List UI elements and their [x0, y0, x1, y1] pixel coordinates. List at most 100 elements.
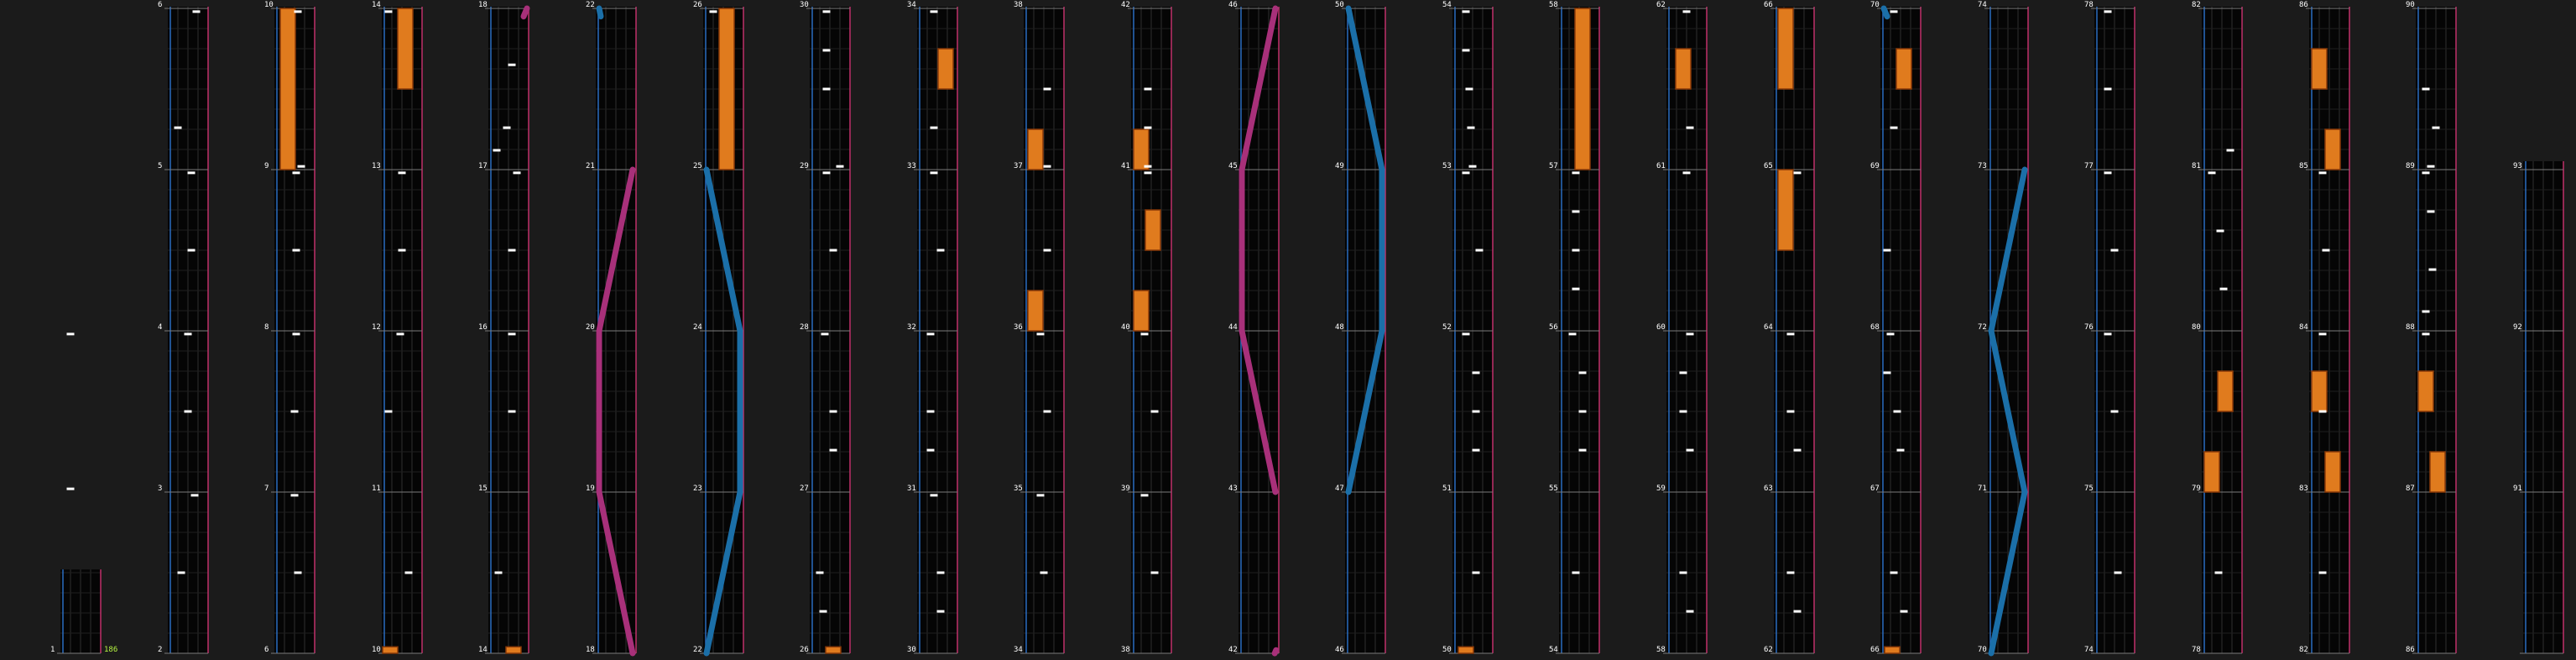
- hold-note: [1574, 8, 1591, 170]
- slide-path: [596, 5, 604, 20]
- measure-number: 70: [1978, 646, 1987, 654]
- measure-number: 54: [1549, 646, 1558, 654]
- measure-number: 55: [1549, 485, 1558, 493]
- hold-note: [2311, 370, 2328, 412]
- tap-note: [1462, 333, 1470, 336]
- chart-column: 1: [50, 333, 102, 654]
- measure-number: 11: [372, 485, 381, 493]
- tap-note: [1578, 371, 1587, 375]
- tap-note: [2427, 210, 2435, 213]
- hold-note: [1027, 290, 1044, 332]
- tap-note: [822, 49, 831, 52]
- slide-path: [1238, 5, 1279, 495]
- measure-number: 48: [1335, 323, 1344, 332]
- tap-note: [2318, 410, 2327, 413]
- measure-number: 61: [1656, 162, 1666, 170]
- measure-number: 4: [158, 323, 162, 332]
- hold-note: [279, 8, 296, 170]
- measure-number: 50: [1335, 1, 1344, 9]
- measure-number: 10: [264, 1, 274, 9]
- measure-number: 26: [800, 646, 809, 654]
- measure-number: 52: [1442, 323, 1452, 332]
- tap-note: [930, 171, 938, 175]
- measure-number: 90: [2406, 1, 2415, 9]
- hold-note: [2324, 451, 2341, 493]
- hold-note: [1777, 8, 1794, 90]
- tap-note: [1896, 448, 1905, 452]
- measure-number: 66: [1870, 646, 1880, 654]
- measure-number: 58: [1656, 646, 1666, 654]
- tap-note: [292, 333, 300, 336]
- tap-note: [816, 571, 824, 574]
- measure-number: 86: [2299, 1, 2308, 9]
- measure-number: 26: [693, 1, 702, 9]
- measure-number: 73: [1978, 162, 1987, 170]
- tap-note: [1682, 171, 1691, 175]
- measure-number: 12: [372, 323, 381, 332]
- tap-note: [930, 494, 938, 497]
- tap-note: [396, 333, 404, 336]
- tap-note: [1472, 571, 1480, 574]
- tap-note: [926, 333, 935, 336]
- measure-number: 1: [50, 646, 55, 654]
- measure-number: 58: [1549, 1, 1558, 9]
- measure-number: 34: [907, 1, 916, 9]
- measure-number: 64: [1764, 323, 1773, 332]
- tap-note: [2422, 310, 2430, 313]
- tap-note: [290, 494, 299, 497]
- tap-note: [1465, 87, 1473, 91]
- measure-number: 25: [693, 162, 702, 170]
- tap-note: [936, 249, 945, 252]
- hold-note: [937, 48, 954, 90]
- tap-note: [822, 87, 831, 91]
- measure-number: 44: [1228, 323, 1238, 332]
- tap-note: [2110, 410, 2119, 413]
- tap-note: [936, 610, 945, 613]
- measure-number: 92: [2513, 323, 2522, 332]
- tap-note: [66, 487, 75, 490]
- measure-number: 42: [1121, 1, 1130, 9]
- tap-note: [184, 410, 192, 413]
- measure-number: 22: [586, 1, 595, 9]
- measure-number: 78: [2084, 1, 2094, 9]
- measure-number: 37: [1014, 162, 1023, 170]
- tap-note: [2432, 126, 2440, 129]
- tap-note: [1150, 571, 1159, 574]
- tap-note: [2214, 571, 2223, 574]
- measure-number: 87: [2406, 485, 2415, 493]
- slide-path: [1880, 5, 1890, 20]
- tap-note: [2322, 249, 2330, 252]
- measure-number: 15: [478, 485, 488, 493]
- measure-number: 50: [1442, 646, 1452, 654]
- tap-note: [192, 10, 201, 13]
- tap-note: [508, 249, 516, 252]
- tap-note: [508, 333, 516, 336]
- tap-note: [292, 171, 300, 175]
- tap-note: [1150, 410, 1159, 413]
- measure-number: 38: [1121, 646, 1130, 654]
- tap-note: [2104, 10, 2112, 13]
- measure-number: 78: [2192, 646, 2201, 654]
- tap-note: [829, 249, 837, 252]
- measure-number: 57: [1549, 162, 1558, 170]
- tap-note: [930, 10, 938, 13]
- tap-note: [1043, 87, 1051, 91]
- slide-path: [520, 5, 530, 20]
- tap-note: [1686, 610, 1694, 613]
- hold-note: [1777, 169, 1794, 251]
- tap-note: [930, 126, 938, 129]
- measure-number: 86: [2406, 646, 2415, 654]
- measure-number: 40: [1121, 323, 1130, 332]
- measure-number: 82: [2299, 646, 2308, 654]
